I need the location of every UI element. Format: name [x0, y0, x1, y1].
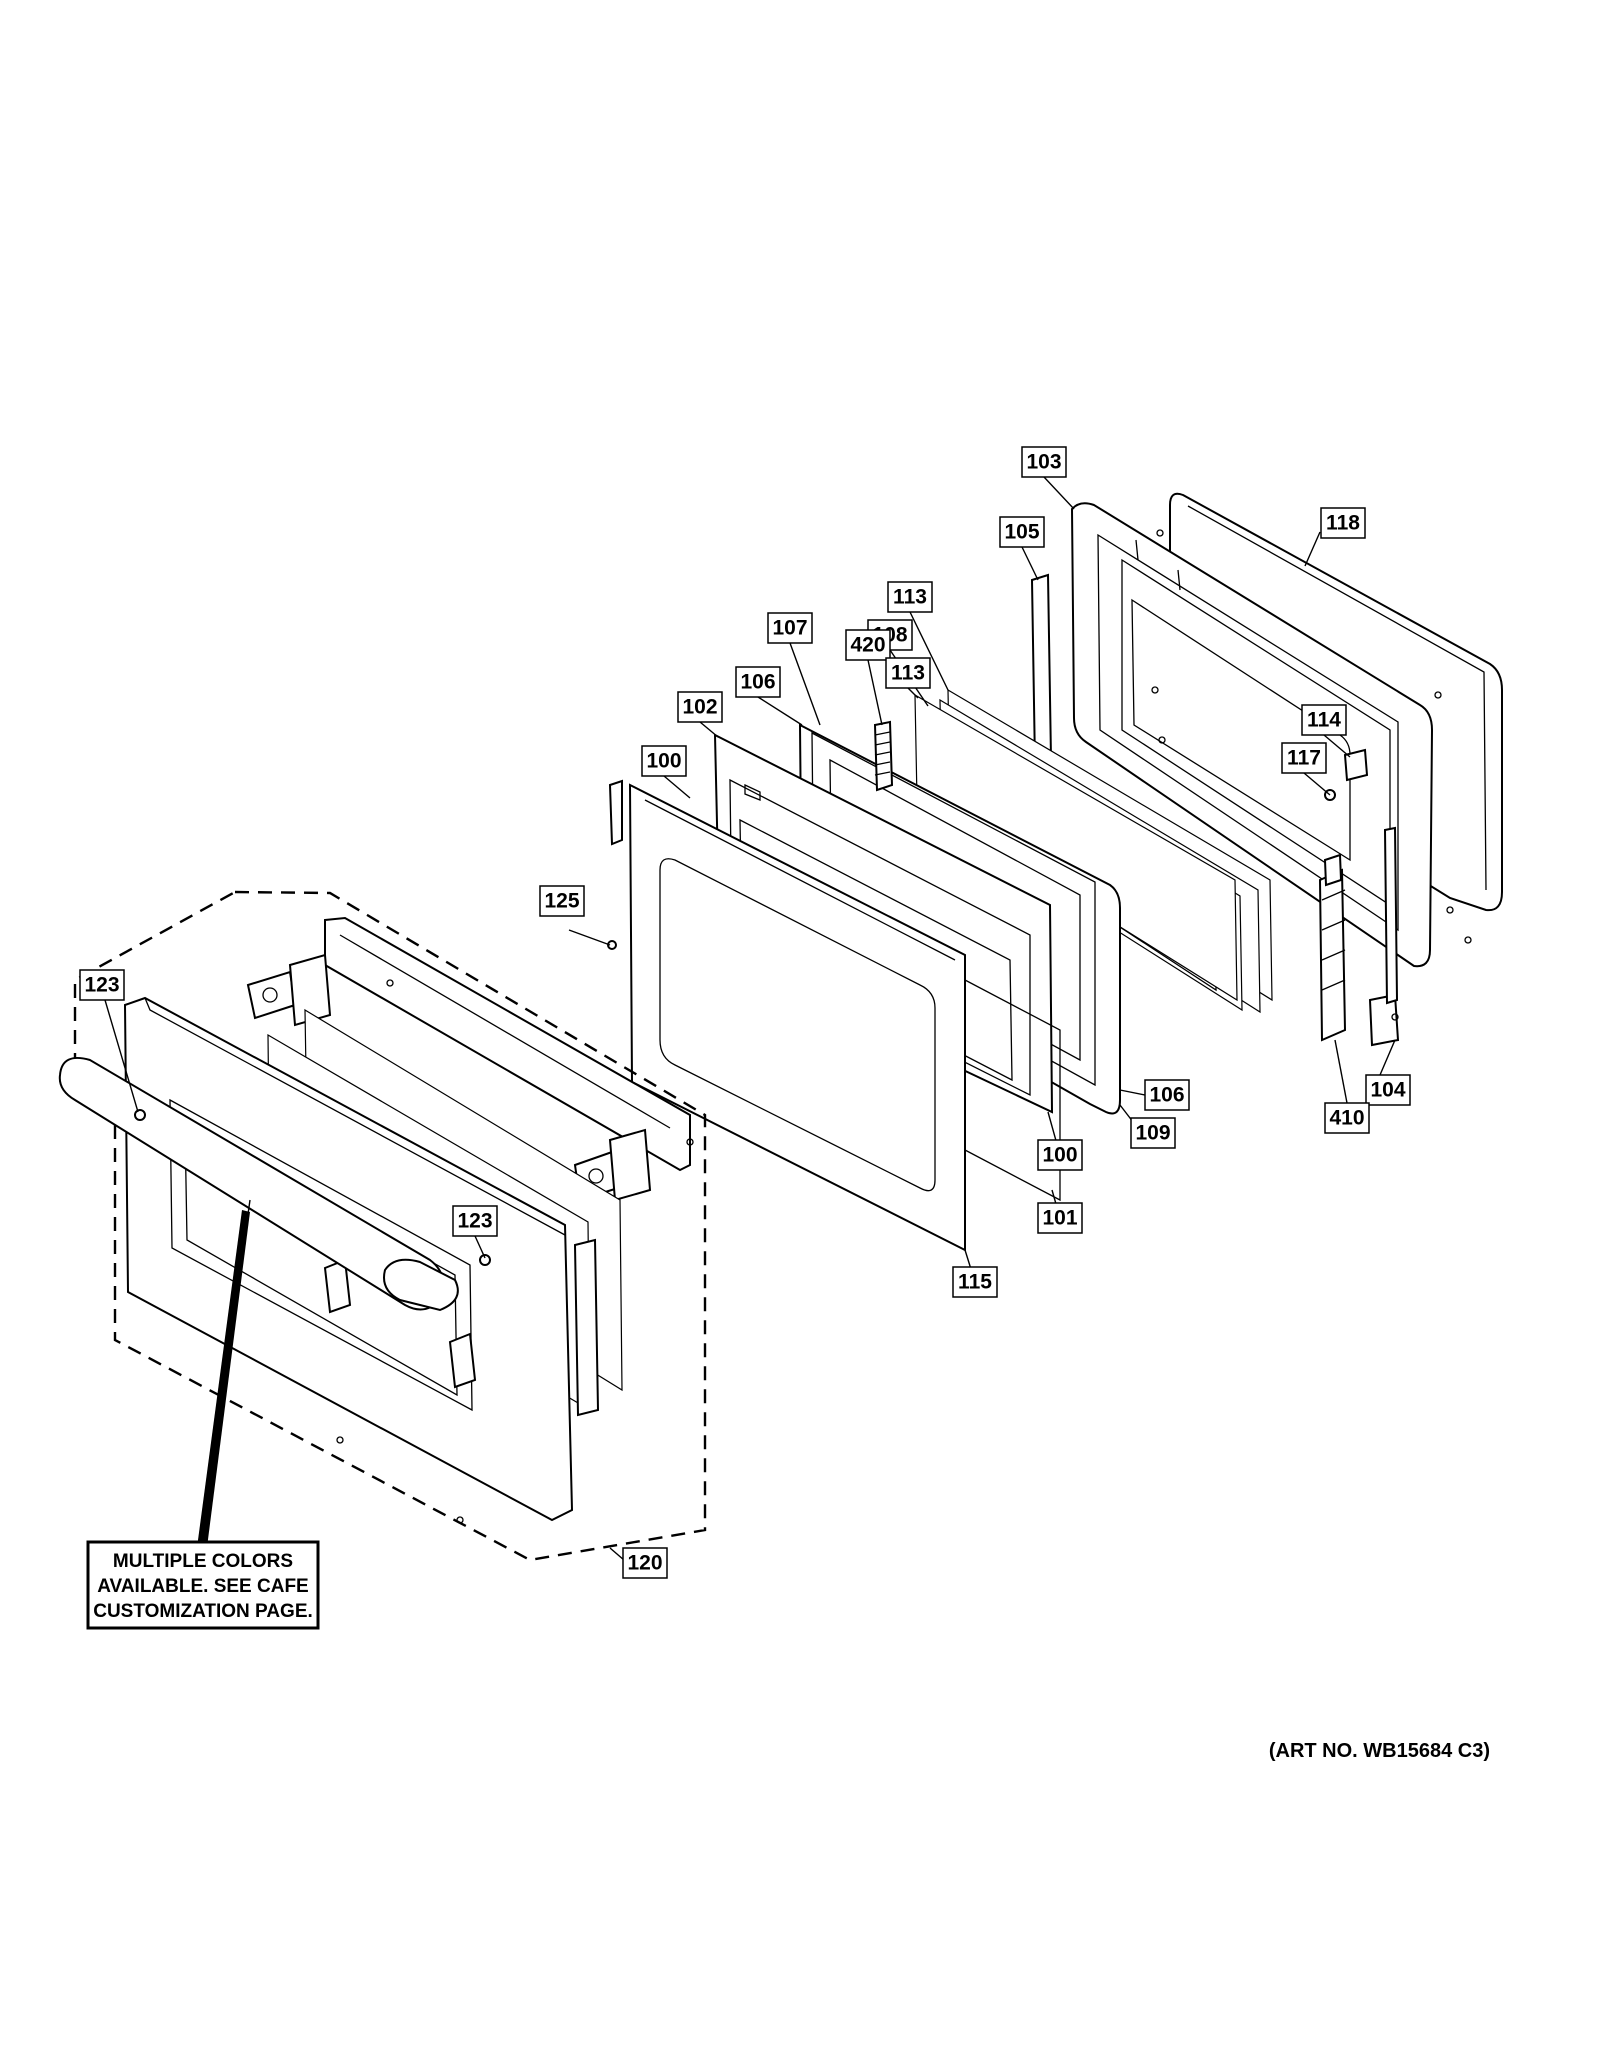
art-number: (ART NO. WB15684 C3): [1268, 1740, 1490, 1762]
callout-106-upper: 106: [735, 666, 781, 698]
callout-109: 109: [1130, 1117, 1176, 1149]
svg-text:410: 410: [1329, 1107, 1364, 1130]
svg-text:MULTIPLE COLORS: MULTIPLE COLORS: [113, 1551, 293, 1572]
callout-125: 125: [539, 885, 585, 917]
glass-pack-108: [914, 688, 1273, 1014]
svg-text:106: 106: [1149, 1084, 1184, 1107]
bracket-114: [1343, 748, 1369, 782]
callout-420: 420: [845, 629, 891, 661]
callout-118: 118: [1320, 507, 1366, 539]
callout-113: 113: [887, 581, 933, 613]
callout-105: 105: [999, 516, 1045, 548]
front-door-assembly-boundary: [73, 890, 707, 1562]
svg-text:123: 123: [457, 1210, 492, 1233]
svg-text:420: 420: [850, 634, 885, 657]
svg-text:100: 100: [1042, 1144, 1077, 1167]
hinge-spring-420: [873, 720, 894, 792]
svg-text:117: 117: [1287, 747, 1321, 770]
svg-text:100: 100: [646, 750, 681, 773]
svg-text:120: 120: [627, 1552, 662, 1575]
callout-103: 103: [1021, 446, 1067, 478]
note-pointer: [196, 1210, 250, 1555]
svg-text:105: 105: [1004, 521, 1039, 544]
svg-text:AVAILABLE. SEE CAFE: AVAILABLE. SEE CAFE: [97, 1576, 308, 1597]
svg-text:113: 113: [891, 662, 925, 685]
svg-text:114: 114: [1307, 709, 1341, 732]
svg-text:113: 113: [893, 586, 927, 609]
svg-text:109: 109: [1135, 1122, 1170, 1145]
color-options-note: MULTIPLE COLORS AVAILABLE. SEE CAFE CUST…: [86, 1540, 320, 1630]
callout-101: 101: [1037, 1202, 1083, 1234]
callout-120: 120: [622, 1547, 668, 1579]
svg-text:103: 103: [1026, 451, 1061, 474]
hinge-410: [1318, 826, 1400, 1047]
hinge-bracket-right: [573, 1128, 652, 1202]
svg-text:118: 118: [1326, 512, 1360, 535]
callout-123-left: 123: [79, 969, 125, 1001]
svg-text:104: 104: [1370, 1079, 1405, 1102]
svg-text:107: 107: [772, 617, 807, 640]
callout-100-upper: 100: [641, 745, 687, 777]
callout-104: 104: [1365, 1074, 1411, 1106]
callout-117: 117: [1281, 742, 1327, 774]
callout-410: 410: [1324, 1102, 1370, 1134]
svg-text:CUSTOMIZATION PAGE.: CUSTOMIZATION PAGE.: [93, 1601, 313, 1622]
svg-text:115: 115: [958, 1271, 992, 1294]
callout-102: 102: [677, 691, 723, 723]
screw-123-left: [134, 1109, 146, 1121]
svg-text:101: 101: [1042, 1207, 1077, 1230]
callout-107: 107: [767, 612, 813, 644]
screw-123-right: [479, 1254, 491, 1266]
hinge-bracket-left: [246, 953, 332, 1027]
callout-123-right: 123: [452, 1205, 498, 1237]
frame-fasteners: [336, 529, 1472, 1524]
callout-106-lower: 106: [1144, 1079, 1190, 1111]
callout-115: 115: [952, 1266, 998, 1298]
svg-text:125: 125: [544, 890, 579, 913]
door-handle: [58, 1056, 459, 1312]
callout-100-lower: 100: [1037, 1139, 1083, 1171]
callout-113-lower: 113: [885, 657, 931, 689]
callout-114: 114: [1301, 704, 1347, 736]
svg-text:106: 106: [740, 671, 775, 694]
svg-text:123: 123: [84, 974, 119, 997]
svg-text:102: 102: [682, 696, 717, 719]
